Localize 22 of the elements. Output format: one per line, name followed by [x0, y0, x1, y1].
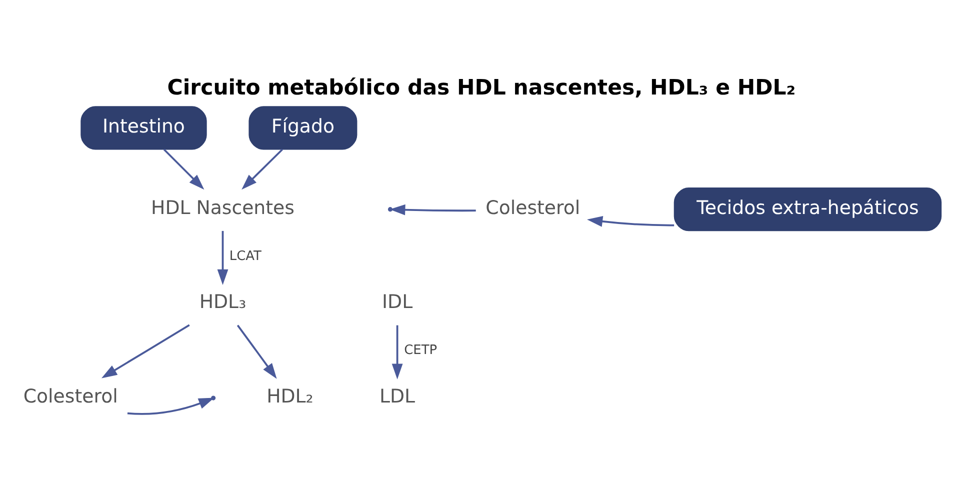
arrow	[586, 216, 674, 227]
arrow	[126, 398, 214, 415]
node-text: HDL₃	[198, 291, 246, 314]
arrow	[236, 324, 276, 379]
arrow	[216, 230, 228, 286]
node-text: HDL Nascentes	[150, 196, 294, 219]
arrow	[389, 204, 476, 216]
diagram-title: Circuito metabólico das HDL nascentes, HDL₃ e HDL₂	[166, 75, 796, 100]
node-box: Fígado	[248, 106, 357, 150]
arrow	[241, 148, 282, 190]
arrow	[100, 324, 190, 378]
arrow	[162, 148, 204, 190]
node-text: IDL	[382, 291, 412, 314]
node-box: Tecidos extra-hepáticos	[673, 188, 942, 232]
edge-label: CETP	[404, 343, 437, 358]
node-text: HDL₂	[266, 386, 313, 408]
node-text: LDL	[379, 386, 415, 408]
node-text: Colesterol	[22, 386, 118, 408]
node-box: Intestino	[80, 106, 206, 150]
edge-label: LCAT	[228, 248, 261, 264]
arrow	[391, 325, 402, 380]
node-text: Colesterol	[485, 196, 580, 219]
